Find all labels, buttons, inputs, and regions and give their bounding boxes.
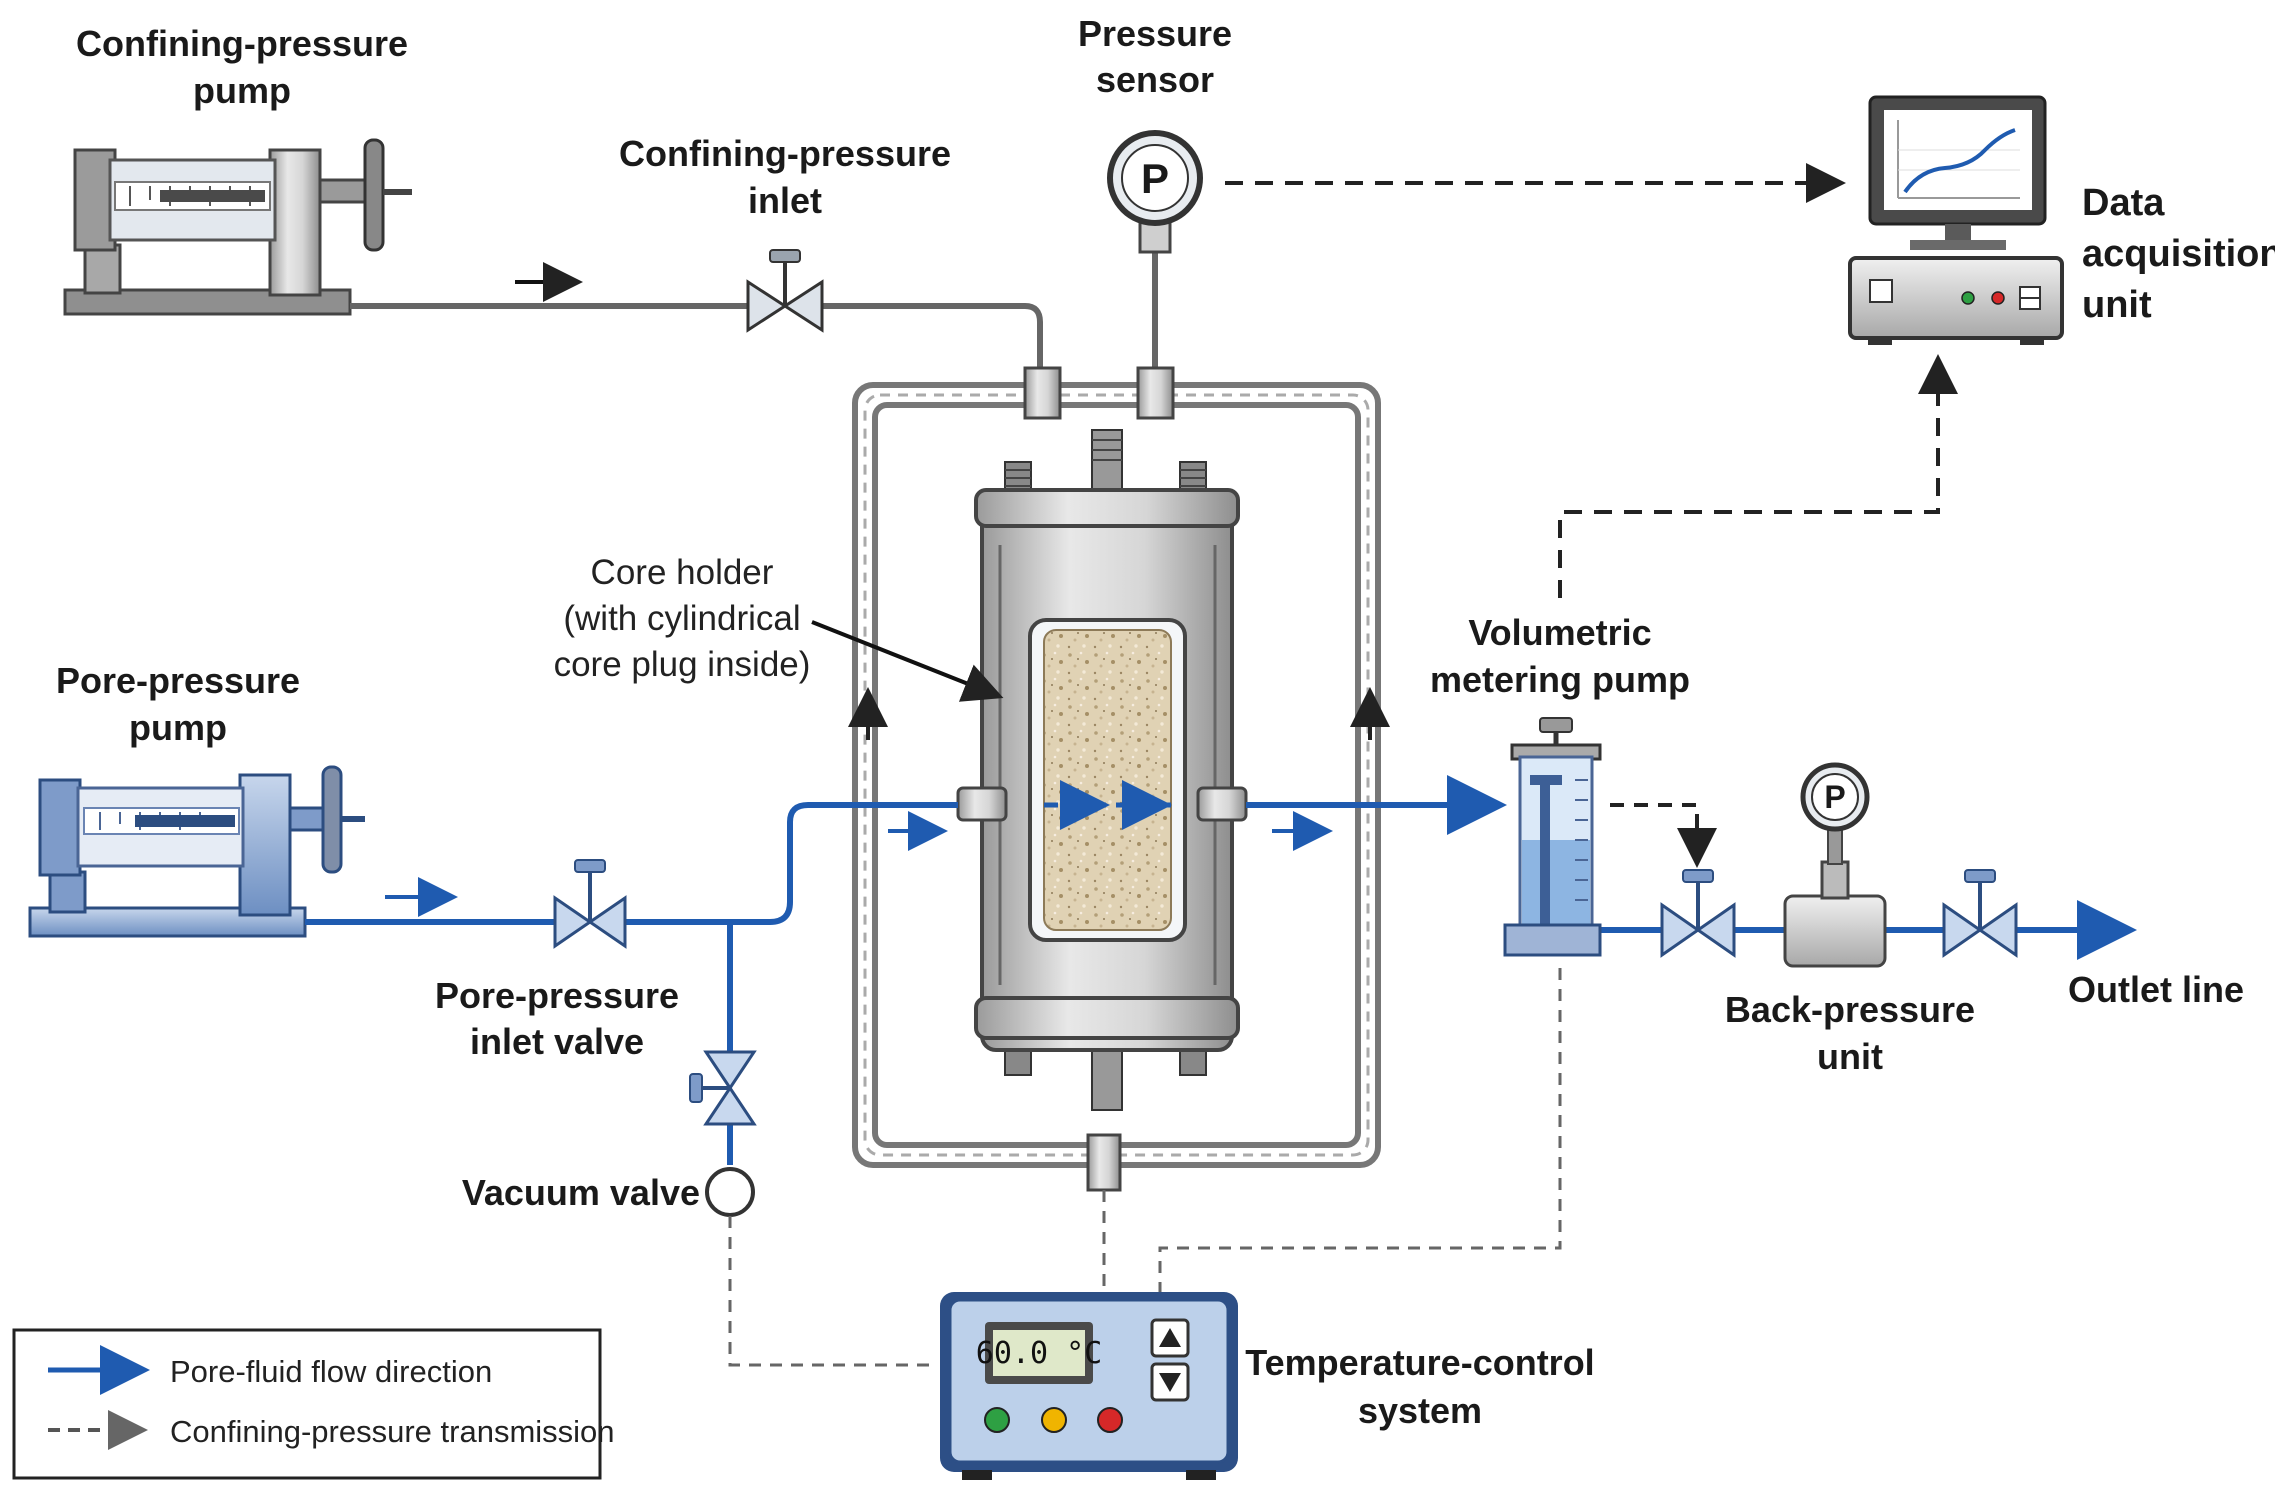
core-holder xyxy=(848,366,1390,1192)
core-holder-leader xyxy=(811,620,1004,702)
confining-inlet-label-2: inlet xyxy=(748,180,822,221)
volumetric-metering-pump xyxy=(1503,717,1602,957)
pore-inlet-valve-icon xyxy=(553,859,627,949)
confining-inlet-label-1: Confining-pressure xyxy=(619,133,951,174)
monitor-icon xyxy=(1868,95,2047,250)
vacuum-valve-label: Vacuum valve xyxy=(462,1172,700,1213)
temperature-control-label-2: system xyxy=(1358,1390,1482,1431)
data-acquisition-unit xyxy=(1848,95,2064,345)
metering-pump-label-2: metering pump xyxy=(1430,659,1690,700)
gauge-p-symbol: P xyxy=(1141,155,1169,202)
temperature-control-label-1: Temperature-control xyxy=(1245,1342,1594,1383)
core-plug xyxy=(1043,629,1172,931)
arrow-up-icon xyxy=(1150,1318,1190,1358)
metering-control-line xyxy=(1610,803,1717,868)
data-acquisition-label-3: unit xyxy=(2082,284,2152,326)
core-holder-label-3: core plug inside) xyxy=(554,645,811,684)
pore-inlet-valve-label-1: Pore-pressure xyxy=(435,975,679,1016)
legend: Pore-fluid flow direction Confining-pres… xyxy=(12,1328,615,1480)
pore-inlet-valve-label-2: inlet valve xyxy=(470,1021,644,1062)
back-pressure-label-1: Back-pressure xyxy=(1725,989,1975,1030)
component-labels: Confining-pressure pump Confining-pressu… xyxy=(56,13,2275,1431)
confining-pump-label-1: Confining-pressure xyxy=(76,23,408,64)
temperature-readout: 60.0 °C xyxy=(976,1336,1102,1371)
outlet-line-label: Outlet line xyxy=(2068,969,2244,1010)
pore-fluid-line xyxy=(305,775,2137,1165)
metering-pump-label-1: Volumetric xyxy=(1468,612,1651,653)
pressure-sensor-label-2: sensor xyxy=(1096,59,1214,100)
core-holder-label-1: Core holder xyxy=(591,553,774,592)
back-pressure-label-2: unit xyxy=(1817,1036,1883,1077)
vacuum-valve-icon xyxy=(689,1050,757,1217)
data-acquisition-label-2: acquisition xyxy=(2082,233,2275,275)
core-holder-label-2: (with cylindrical xyxy=(563,599,800,638)
confining-pressure-pump xyxy=(63,138,412,316)
legend-pore-flow: Pore-fluid flow direction xyxy=(170,1354,492,1389)
confining-inlet-valve-icon xyxy=(746,249,824,333)
back-pressure-gauge-symbol: P xyxy=(1824,779,1845,815)
data-acquisition-label-1: Data xyxy=(2082,182,2165,224)
pore-pressure-pump xyxy=(28,765,365,938)
legend-confining-transmission: Confining-pressure transmission xyxy=(170,1414,615,1449)
back-pressure-unit: P xyxy=(1783,762,1887,968)
metering-signal-line xyxy=(1558,354,1958,598)
pressure-sensor-label-1: Pressure xyxy=(1078,13,1232,54)
pore-pump-label-2: pump xyxy=(129,707,227,748)
confining-pressure-line xyxy=(350,262,1043,372)
outlet-valve-2-icon xyxy=(1942,869,2018,958)
temperature-control-wiring xyxy=(728,968,1562,1367)
outlet-valve-1-icon xyxy=(1660,869,1736,958)
pore-pump-label-1: Pore-pressure xyxy=(56,660,300,701)
temperature-control-system: 60.0 °C xyxy=(940,1292,1238,1480)
arrow-down-icon xyxy=(1150,1362,1190,1402)
confining-pump-label-2: pump xyxy=(193,70,291,111)
pressure-sensor: P xyxy=(1107,130,1203,372)
